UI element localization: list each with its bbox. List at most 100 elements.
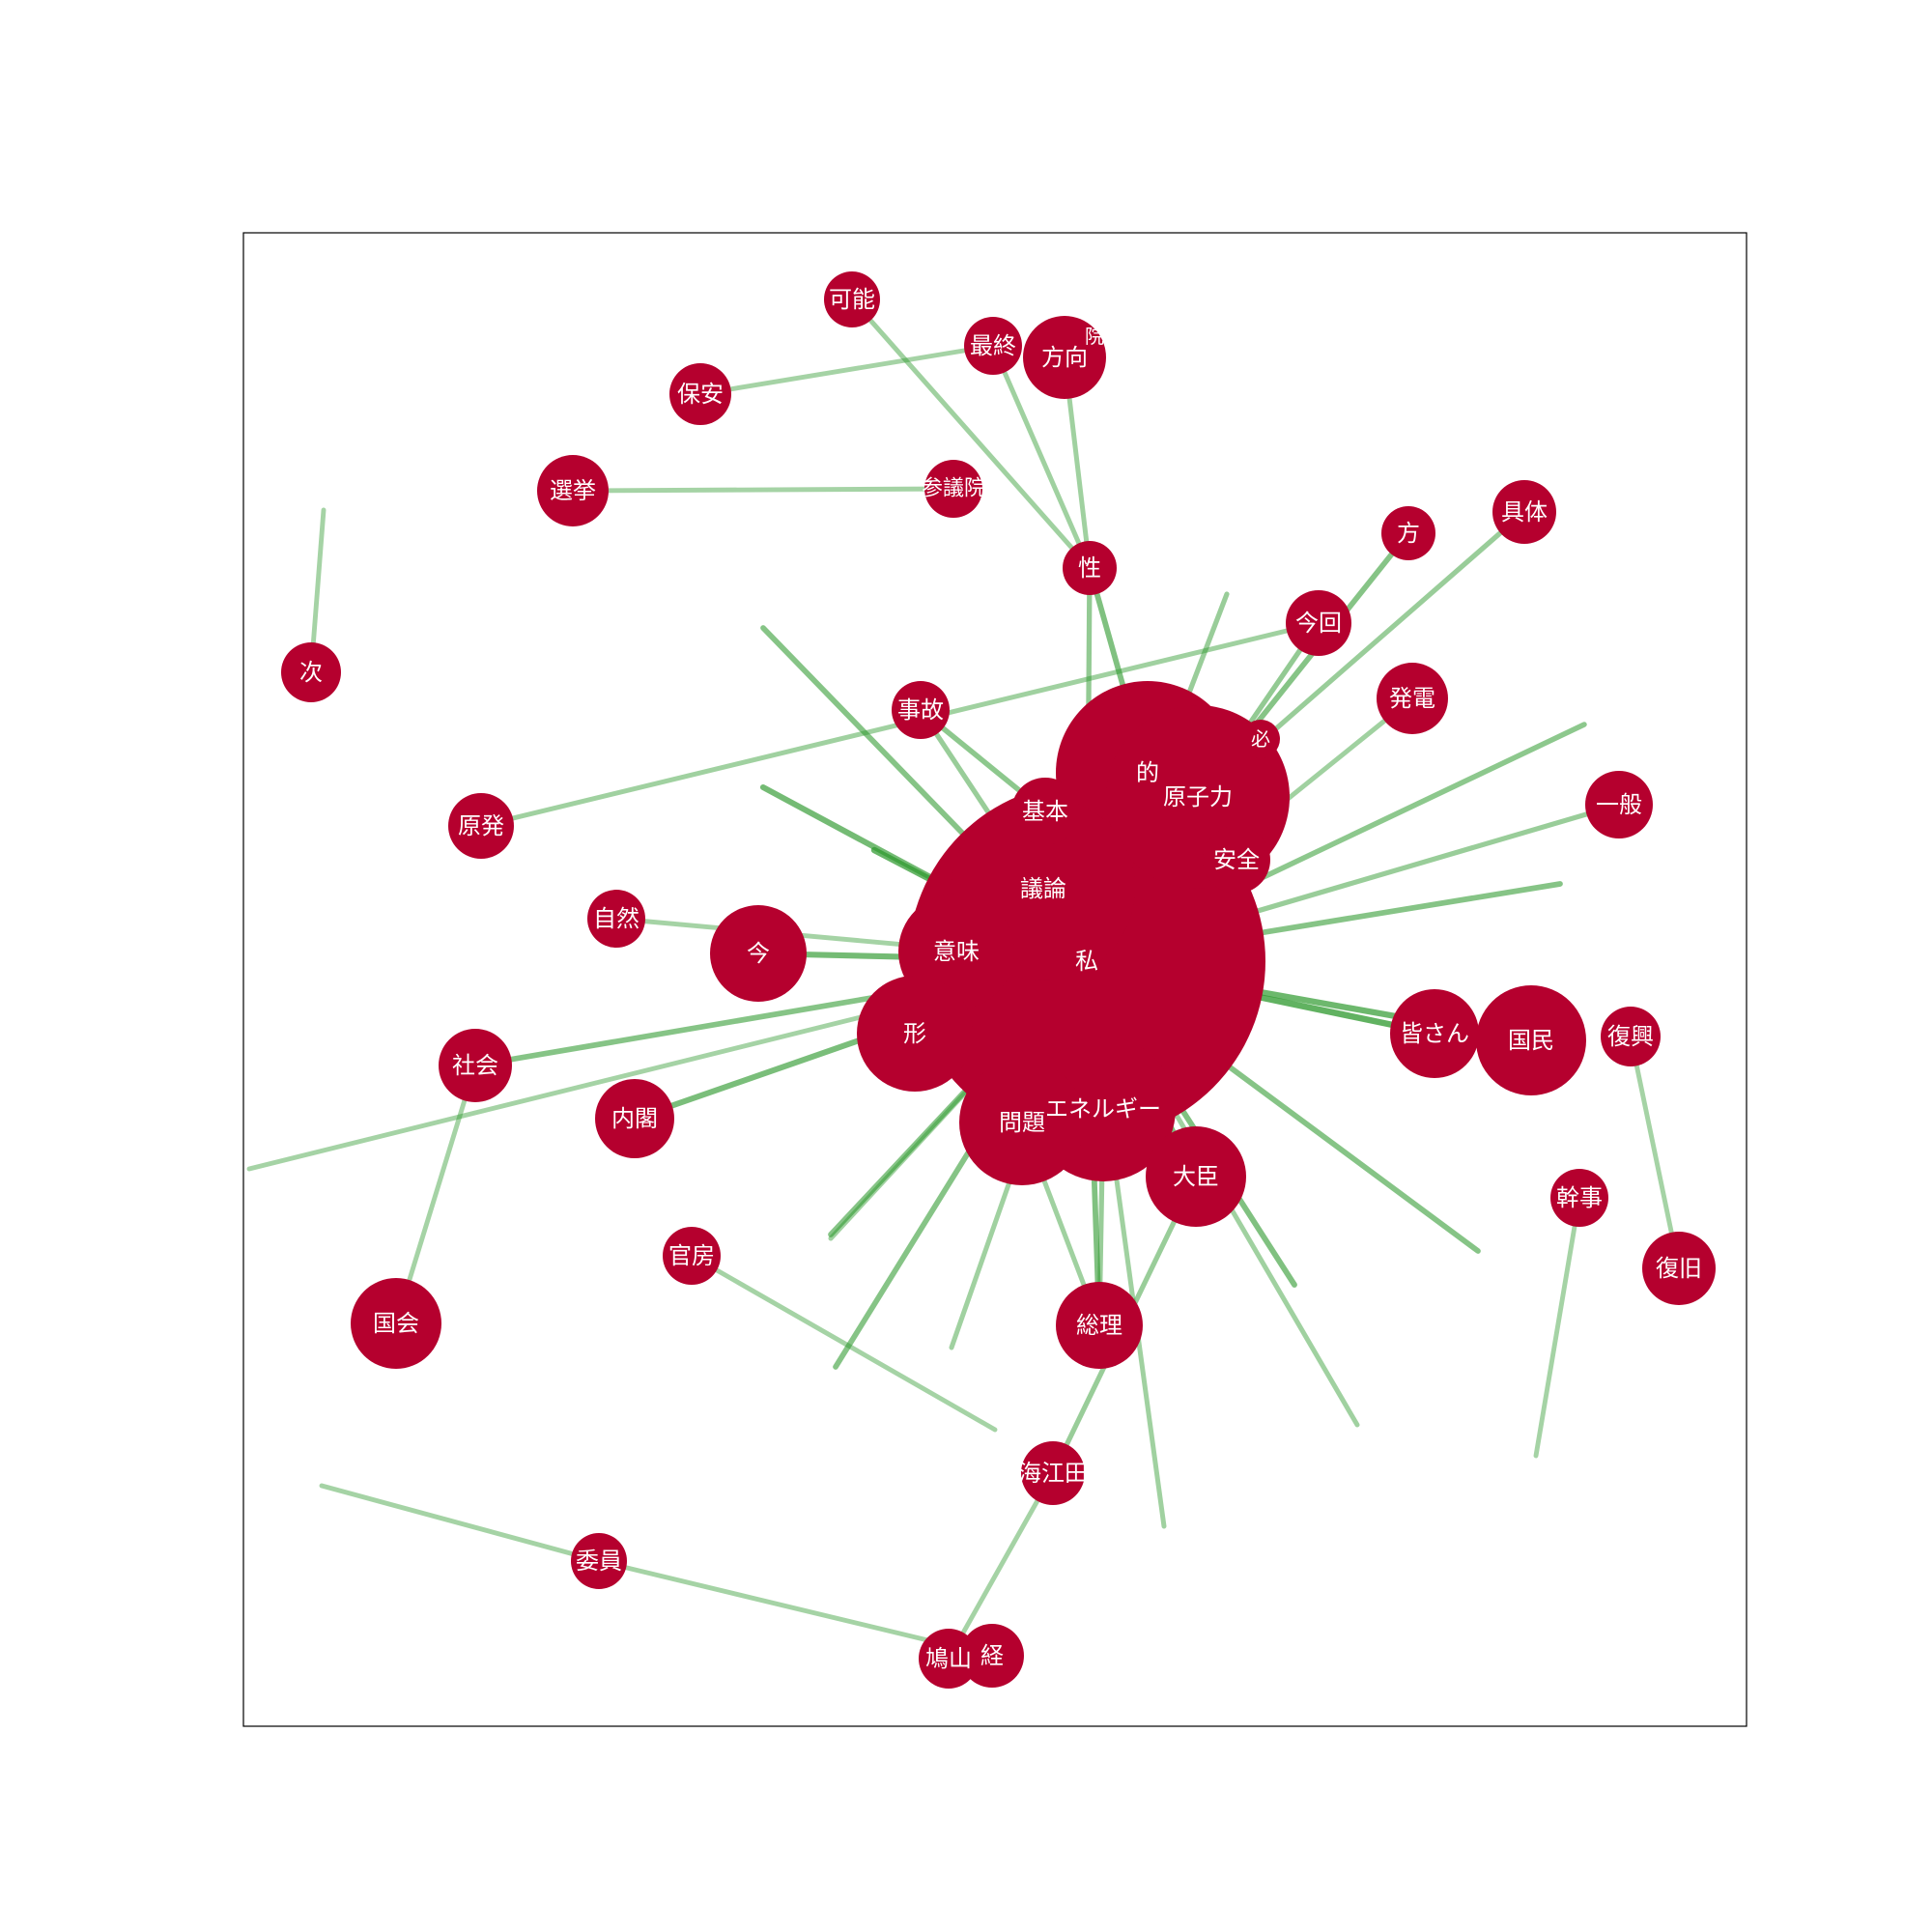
node-fukkyu (1642, 1232, 1716, 1305)
node-circle (1021, 1441, 1085, 1505)
node-hoan (669, 363, 731, 425)
node-kanou (824, 271, 880, 327)
node-circle (351, 1278, 441, 1369)
node-label-ippan: 一般 (1596, 791, 1642, 818)
node-label-kokkai: 国会 (373, 1310, 419, 1337)
node-label-kihon: 基本 (1022, 798, 1068, 825)
node-naikaku (595, 1079, 674, 1158)
node-circle (669, 363, 731, 425)
node-circle (1063, 541, 1117, 595)
node-label-sori: 総理 (1076, 1312, 1122, 1339)
node-circle (964, 317, 1022, 375)
node-label-anzen: 安全 (1213, 846, 1260, 873)
node-label-kanbo: 官房 (668, 1242, 715, 1269)
node-kanji (1550, 1169, 1608, 1227)
node-kokkai (351, 1278, 441, 1369)
edge-fukko-fukkyu (1628, 1034, 1682, 1271)
node-shakai (439, 1029, 512, 1102)
node-anzen (1203, 826, 1270, 894)
node-label-katachi: 形 (903, 1020, 926, 1047)
node-saishu (964, 317, 1022, 375)
node-hatoyama (919, 1629, 979, 1689)
node-label-mondai: 問題 (999, 1109, 1045, 1136)
node-label-kata: 方 (1397, 520, 1420, 547)
node-label-imi: 意味 (933, 938, 980, 965)
node-label-kokumin: 国民 (1508, 1027, 1554, 1054)
node-jiko (892, 681, 950, 739)
node-sei (1063, 541, 1117, 595)
node-label-energy: エネルギー (1045, 1095, 1161, 1122)
node-label-shakai: 社会 (452, 1052, 498, 1079)
edge-saishu-sei (990, 343, 1093, 571)
node-kei (960, 1624, 1024, 1688)
node-gutai (1492, 480, 1556, 544)
node-senkyo (537, 455, 609, 526)
node-circle (1550, 1169, 1608, 1227)
node-circle (924, 460, 982, 518)
node-circle (663, 1227, 721, 1285)
node-hatsuden (1377, 663, 1448, 734)
node-label-fukko: 復興 (1607, 1023, 1654, 1050)
node-circle (595, 1079, 674, 1158)
node-label-giron: 議論 (1020, 875, 1066, 902)
node-circle (1377, 663, 1448, 734)
edge-iin-iin_end (319, 1483, 602, 1564)
node-label-daijin: 大臣 (1173, 1163, 1219, 1190)
node-genpatsu (448, 793, 514, 859)
node-circle (959, 1060, 1085, 1185)
node-label-fukkyu: 復旧 (1656, 1255, 1702, 1282)
node-label-jiko: 事故 (897, 696, 944, 724)
node-circle (1286, 590, 1351, 656)
node-circle (1601, 1007, 1661, 1066)
node-label-sei: 性 (1078, 554, 1101, 582)
node-circle (439, 1029, 512, 1102)
node-label-genshiryoku: 原子力 (1163, 783, 1233, 810)
node-fukko (1601, 1007, 1661, 1066)
node-label-houkou: 方向 (1041, 344, 1088, 371)
node-circle (1011, 778, 1079, 845)
node-label-hitsuyou: 必 (1251, 727, 1270, 751)
node-circle (1056, 1282, 1143, 1369)
node-kokumin (1476, 985, 1586, 1095)
node-circle (1390, 989, 1479, 1078)
node-ippan (1585, 771, 1653, 838)
node-circle (1585, 771, 1653, 838)
node-label-konkai: 今回 (1295, 610, 1342, 637)
node-label-sangiin: 参議院 (922, 477, 985, 501)
node-label-naikaku: 内閣 (611, 1105, 658, 1132)
node-circle (571, 1533, 627, 1589)
node-label-teki: 的 (1136, 759, 1159, 786)
node-edano (1021, 1441, 1085, 1505)
node-ima (710, 905, 807, 1002)
node-label-hatoyama: 鳩山 (925, 1645, 972, 1672)
node-sangiin (924, 460, 982, 518)
node-circle (960, 1624, 1024, 1688)
node-label-genpatsu: 原発 (458, 812, 504, 839)
node-circle (1476, 985, 1586, 1095)
node-circle (1241, 720, 1280, 758)
node-label-kei: 経 (980, 1642, 1004, 1669)
node-konkai (1286, 590, 1351, 656)
node-circle (857, 976, 973, 1092)
node-label-minasan: 皆さん (1400, 1020, 1469, 1047)
node-mondai (959, 1060, 1085, 1185)
edge-edano-hatoyama (946, 1470, 1056, 1662)
edge-kanou-sei (849, 297, 1093, 571)
node-label-shizen: 自然 (593, 905, 639, 932)
node-sori (1056, 1282, 1143, 1369)
node-circle (1203, 826, 1270, 894)
node-circle (919, 1629, 979, 1689)
node-label-kanou: 可能 (829, 286, 875, 313)
node-circle (1381, 506, 1435, 560)
node-kihon (1011, 778, 1079, 845)
node-label-hoan: 保安 (677, 381, 724, 408)
node-label-edano: 海江田 (1018, 1460, 1088, 1487)
node-shizen (587, 890, 645, 948)
edge-kanbo-kanbo_end (689, 1253, 998, 1433)
node-circle (1492, 480, 1556, 544)
node-houkou (1023, 316, 1106, 399)
node-katachi (857, 976, 973, 1092)
node-circle (892, 681, 950, 739)
node-daijin (1146, 1126, 1246, 1227)
